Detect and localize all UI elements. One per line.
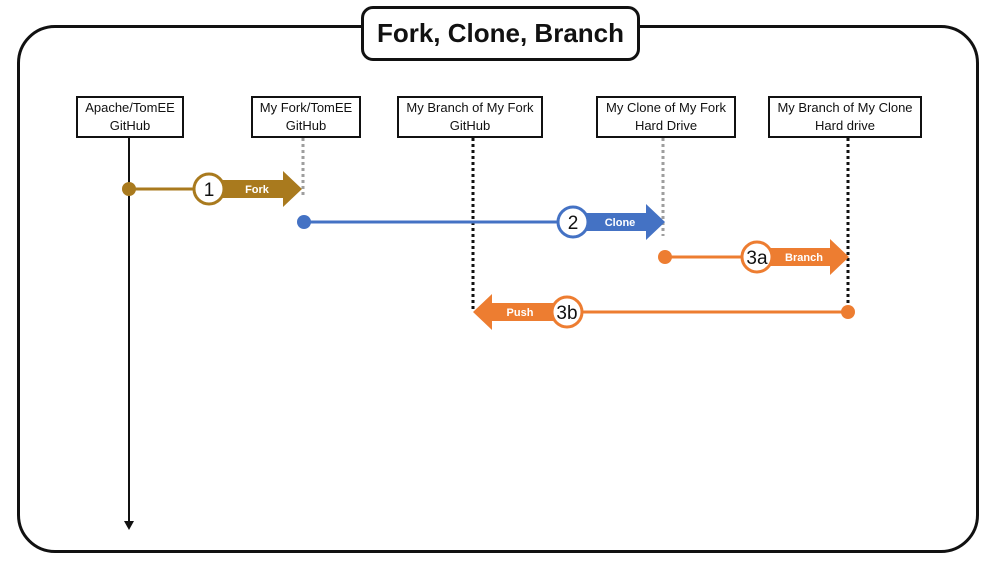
diagram-title: Fork, Clone, Branch (361, 6, 640, 61)
node-label-line2: GitHub (285, 118, 327, 133)
step-label-fork: Fork (245, 184, 270, 196)
diagram-title-text: Fork, Clone, Branch (376, 18, 625, 48)
step-push: 3b Push (473, 294, 855, 330)
node-label-line1: Apache/TomEE (85, 100, 175, 115)
clone-arrow-icon (585, 204, 665, 240)
fork-start-dot (122, 182, 136, 196)
branch-arrow-icon (770, 239, 849, 275)
step-clone: 2 Clone (297, 204, 665, 240)
lifeline-arrowhead-icon (124, 521, 134, 530)
node-label-line1: My Clone of My Fork (606, 100, 726, 115)
step-fork: 1 Fork (122, 171, 302, 207)
push-arrow-icon (473, 294, 553, 330)
step-branch: 3a Branch (658, 239, 849, 275)
step-label-clone: Clone (605, 217, 636, 229)
step-label-push: Push (507, 307, 534, 319)
node-my-clone-of-my-fork-hard-drive: My Clone of My Fork Hard Drive (596, 96, 736, 138)
node-apache-tomee-github: Apache/TomEE GitHub (76, 96, 184, 138)
node-label-line2: GitHub (449, 118, 491, 133)
step-badge-1 (192, 172, 226, 206)
step-number-3a: 3a (746, 248, 768, 269)
step-badge-2 (556, 205, 590, 239)
node-label-line2: Hard Drive (634, 118, 698, 133)
node-my-branch-of-my-fork-github: My Branch of My Fork GitHub (397, 96, 543, 138)
node-label-line2: GitHub (109, 118, 151, 133)
node-label-line1: My Branch of My Fork (406, 100, 534, 115)
node-label-line1: My Fork/TomEE (259, 100, 353, 115)
step-badge-3a (740, 240, 774, 274)
step-number-2: 2 (568, 213, 579, 234)
branch-start-dot (658, 250, 672, 264)
fork-arrow-icon (220, 171, 302, 207)
node-label-line2: Hard drive (815, 118, 875, 133)
clone-start-dot (297, 215, 311, 229)
push-start-dot (841, 305, 855, 319)
step-number-1: 1 (204, 180, 215, 201)
step-label-branch: Branch (785, 252, 823, 264)
node-my-fork-github: My Fork/TomEE GitHub (251, 96, 361, 138)
node-my-branch-of-my-clone-hard-drive: My Branch of My Clone Hard drive (768, 96, 922, 138)
step-number-3b: 3b (556, 303, 577, 324)
step-badge-3b (550, 295, 584, 329)
node-label-line1: My Branch of My Clone (777, 100, 913, 115)
